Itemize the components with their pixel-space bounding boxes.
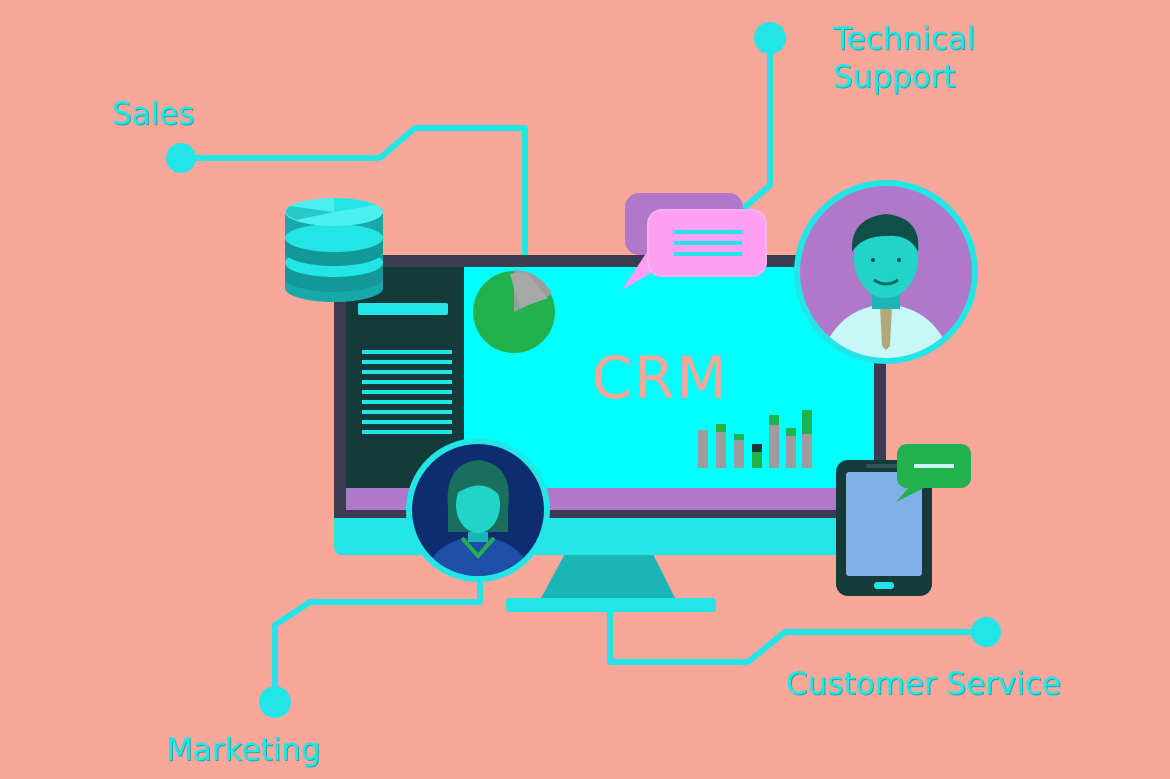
monitor-stand bbox=[506, 548, 716, 612]
support-agent-avatar bbox=[794, 180, 978, 364]
connector-customer-service bbox=[607, 609, 988, 665]
connector-sales bbox=[179, 125, 528, 265]
monitor: CRM bbox=[334, 255, 886, 555]
sales-label: Sales bbox=[112, 96, 195, 132]
connector-dots bbox=[166, 22, 1001, 718]
sidebar-text-lines bbox=[362, 350, 452, 434]
database-icon bbox=[285, 198, 383, 302]
marketing-label: Marketing bbox=[166, 732, 321, 768]
crm-title: CRM bbox=[592, 344, 729, 412]
bar-chart-icon bbox=[698, 410, 812, 468]
customer-service-dot bbox=[971, 617, 1001, 647]
marketing-dot bbox=[259, 686, 291, 718]
connector-lines bbox=[179, 35, 988, 703]
pie-chart-icon bbox=[471, 269, 557, 355]
technical-support-label-line-1: Technical bbox=[833, 21, 976, 57]
sidebar-search bbox=[358, 303, 448, 315]
customer-service-label: Customer Service bbox=[786, 666, 1062, 702]
chat-bubble-icon bbox=[622, 193, 767, 290]
technical-support-dot bbox=[754, 22, 786, 54]
sales-dot bbox=[166, 143, 196, 173]
technical-support-label-line-2: Support bbox=[833, 59, 956, 95]
technical-support-label: Technical Support bbox=[833, 20, 975, 96]
connector-marketing bbox=[272, 562, 483, 703]
message-bubble-icon bbox=[896, 444, 971, 502]
marketing-avatar bbox=[406, 438, 550, 582]
